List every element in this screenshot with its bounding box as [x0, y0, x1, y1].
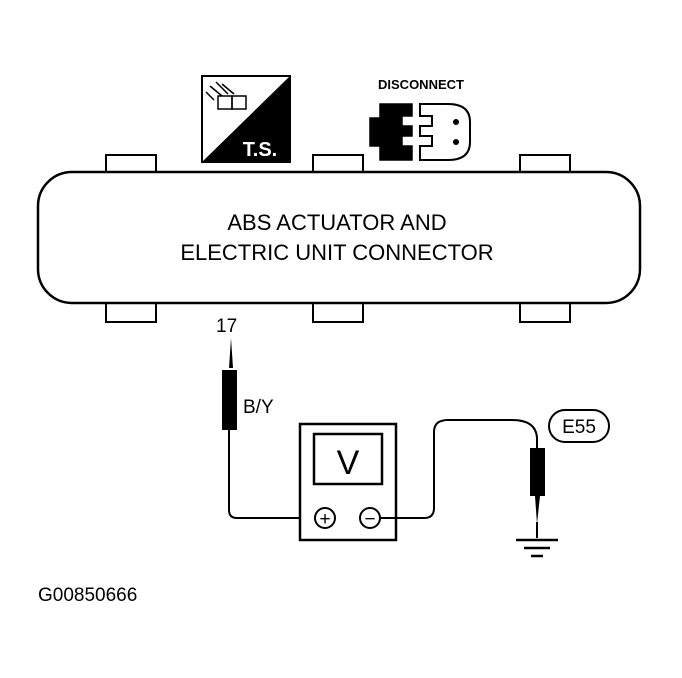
- disconnect-label: DISCONNECT: [378, 77, 464, 92]
- plus-terminal: [314, 507, 336, 529]
- connector-title-line2: ELECTRIC UNIT CONNECTOR: [180, 240, 493, 265]
- ground-label-badge: E55: [548, 409, 610, 443]
- voltmeter: V + −: [298, 422, 398, 542]
- disconnect-icon: DISCONNECT: [369, 77, 471, 161]
- voltmeter-display-label: V: [337, 444, 360, 482]
- pin-number: 17: [216, 316, 237, 337]
- figure-id: G00850666: [38, 585, 137, 606]
- connector-title-line1: ABS ACTUATOR AND: [227, 210, 446, 235]
- minus-terminal-label: −: [364, 509, 375, 530]
- connector-housing: [36, 170, 642, 305]
- ground-symbol-icon: [516, 538, 558, 558]
- wire-color-code: B/Y: [243, 397, 274, 418]
- negative-probe: [380, 419, 545, 538]
- hand-probe-icon: [205, 81, 247, 110]
- ts-icon: T.S.: [201, 75, 291, 163]
- ts-icon-label: T.S.: [243, 139, 277, 161]
- abs-connector: ABS ACTUATOR AND ELECTRIC UNIT CONNECTOR: [36, 154, 642, 323]
- positive-probe: [222, 338, 322, 519]
- ground-label: E55: [562, 417, 596, 438]
- voltmeter-display: [312, 432, 384, 486]
- plus-terminal-label: +: [319, 509, 330, 530]
